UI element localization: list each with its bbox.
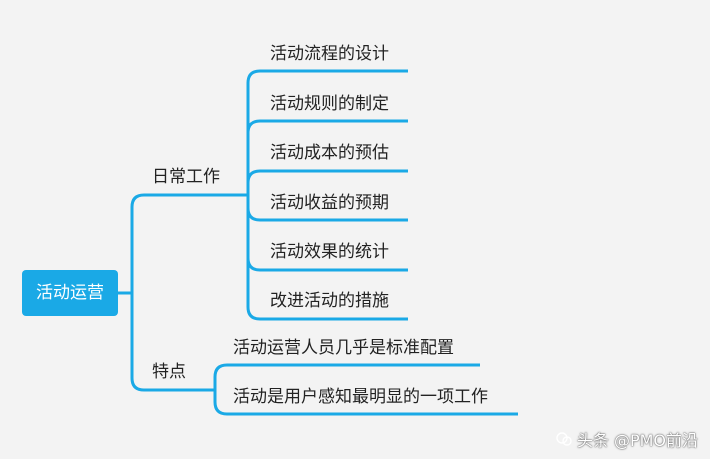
leaf-daily-1: 活动流程的设计	[270, 44, 389, 64]
leaf-daily-2: 活动规则的制定	[270, 94, 389, 114]
branch-features: 特点	[152, 362, 186, 382]
leaf-daily-5: 活动效果的统计	[270, 242, 389, 262]
leaf-daily-4: 活动收益的预期	[270, 193, 389, 213]
connector-features-top	[213, 363, 480, 390]
root-node: 活动运营	[22, 270, 118, 316]
watermark-text: 头条 @PMO前沿	[576, 431, 698, 450]
wechat-logo-icon	[556, 432, 572, 446]
connector-daily-4	[246, 207, 408, 222]
leaf-daily-6: 改进活动的措施	[270, 291, 389, 311]
leaf-features-2: 活动是用户感知最明显的一项工作	[233, 387, 488, 407]
watermark: 头条 @PMO前沿	[555, 427, 698, 451]
leaf-daily-3: 活动成本的预估	[270, 143, 389, 163]
connector-root-to-daily	[118, 193, 248, 295]
connector-daily-bracket	[246, 69, 408, 195]
connector-features-bottom	[213, 390, 518, 416]
connector-root-to-features	[130, 293, 215, 392]
connector-daily-5	[246, 257, 408, 272]
connector-daily-3	[246, 169, 408, 184]
leaf-features-1: 活动运营人员几乎是标准配置	[233, 338, 454, 358]
branch-daily-work: 日常工作	[152, 167, 220, 187]
connector-daily-2	[246, 119, 408, 134]
connector-daily-bracket-bottom	[246, 195, 408, 321]
